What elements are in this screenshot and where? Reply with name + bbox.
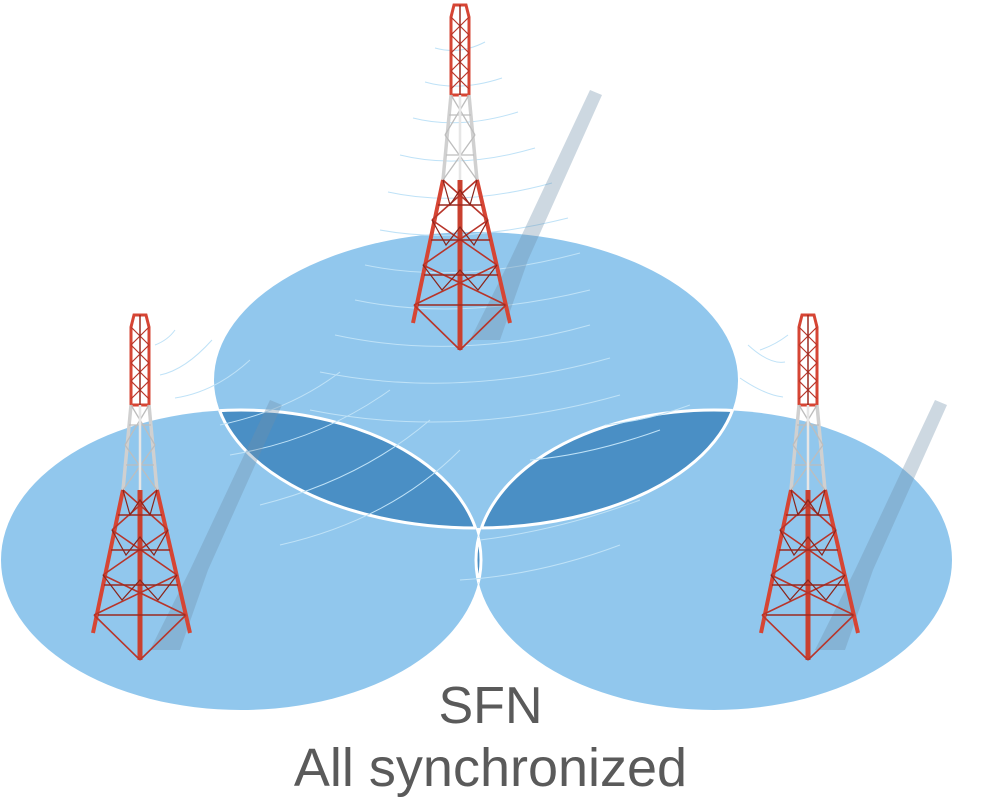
diagram-title: SFN xyxy=(438,677,543,735)
signal-waves-left xyxy=(154,329,461,546)
diagram-subtitle: All synchronized xyxy=(293,738,688,798)
overlap-top-left xyxy=(214,408,483,528)
overlap-top-right xyxy=(474,408,738,528)
overlap-left-right xyxy=(474,410,481,710)
signal-waves-right xyxy=(459,334,789,581)
